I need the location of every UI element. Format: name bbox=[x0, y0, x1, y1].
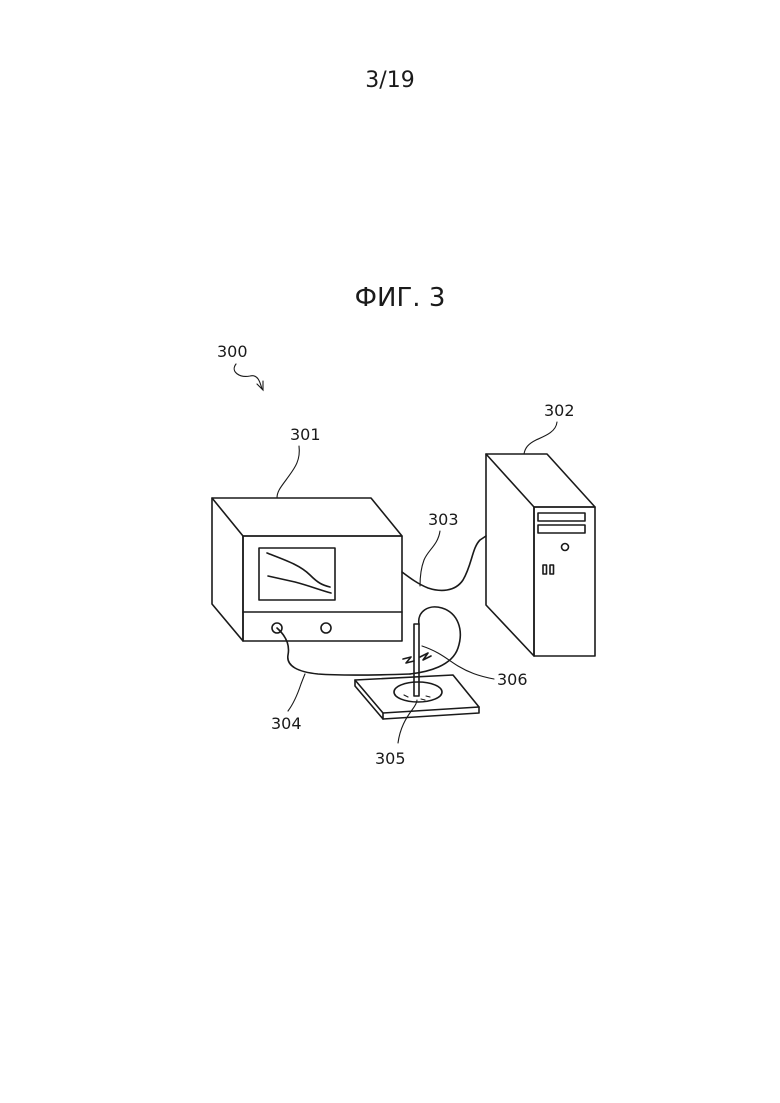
sample-droplet bbox=[394, 682, 442, 702]
probe-electrode bbox=[414, 624, 419, 696]
sample-stage bbox=[355, 675, 479, 719]
analyzer-screen bbox=[259, 548, 335, 600]
label-304: 304 bbox=[271, 714, 302, 733]
spark-symbol-left bbox=[403, 657, 414, 663]
label-305: 305 bbox=[375, 749, 406, 768]
label-301-leader bbox=[277, 446, 299, 498]
usb-port-2 bbox=[550, 565, 554, 574]
label-304-leader bbox=[288, 674, 305, 711]
screen-curve-upper bbox=[267, 553, 330, 587]
label-306-leader bbox=[422, 646, 494, 679]
label-301: 301 bbox=[290, 425, 321, 444]
spark-symbol-right bbox=[420, 653, 431, 660]
probe-cable-loop bbox=[410, 607, 460, 674]
probe-cable-304 bbox=[277, 628, 410, 675]
label-305-leader bbox=[398, 700, 417, 743]
power-button bbox=[562, 544, 569, 551]
analyzer-knob-right bbox=[321, 623, 331, 633]
drive-bay-1 bbox=[538, 513, 585, 521]
drive-bay-2 bbox=[538, 525, 585, 533]
data-cable-303 bbox=[402, 536, 486, 590]
usb-port-1 bbox=[543, 565, 547, 574]
label-302: 302 bbox=[544, 401, 575, 420]
label-302-leader bbox=[524, 422, 557, 454]
label-306: 306 bbox=[497, 670, 528, 689]
computer-tower bbox=[486, 454, 595, 656]
label-303: 303 bbox=[428, 510, 459, 529]
label-303-leader bbox=[420, 531, 440, 586]
label-300: 300 bbox=[217, 342, 248, 361]
analyzer-device bbox=[212, 498, 402, 641]
